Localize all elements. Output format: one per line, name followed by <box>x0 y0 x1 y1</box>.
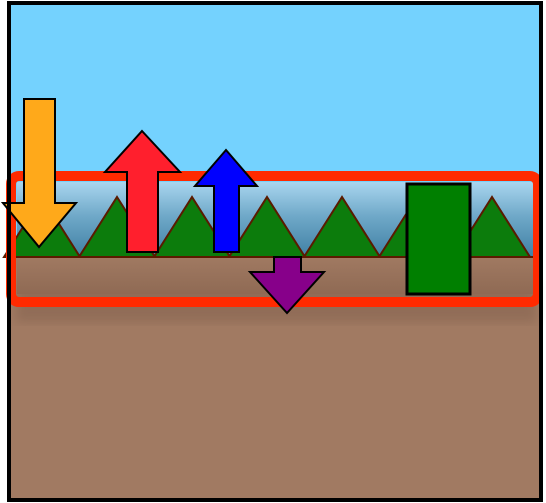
outer-frame <box>7 1 543 502</box>
purple-arrow-down-icon <box>247 256 327 315</box>
red-arrow-up-icon <box>102 129 183 253</box>
blue-arrow-up-icon <box>192 148 260 253</box>
green-block <box>405 182 472 296</box>
tree-row <box>2 195 533 258</box>
orange-arrow-down-icon <box>0 98 79 249</box>
